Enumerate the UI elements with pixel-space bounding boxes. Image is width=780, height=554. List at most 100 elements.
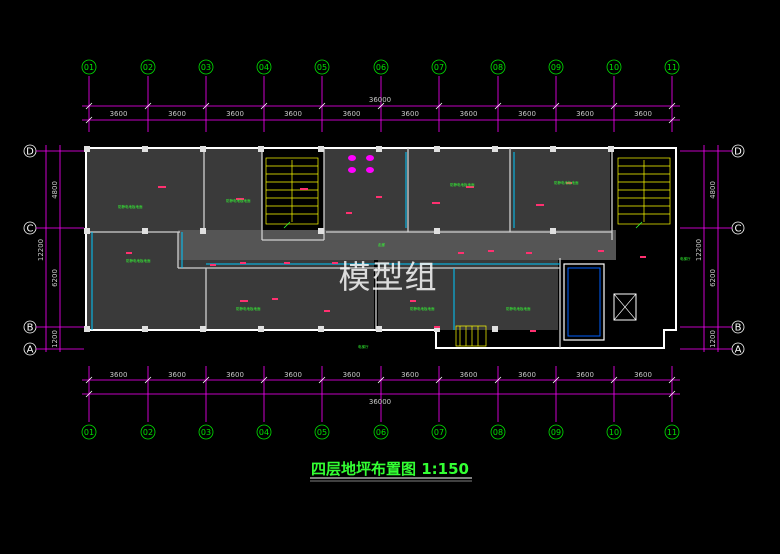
dim-tick xyxy=(85,376,93,384)
room-label: 防静电地板地面 xyxy=(506,306,531,311)
dim-tick xyxy=(668,116,676,124)
row-axis-label-right: D xyxy=(734,147,742,158)
axis-bubble xyxy=(314,59,330,75)
room-label: 防静电地板地面 xyxy=(554,180,579,185)
span-dimension: 3600 xyxy=(110,371,128,379)
axis-bubble xyxy=(664,424,680,440)
axis-bubble xyxy=(431,424,447,440)
vertical-dimension-right: 4800 xyxy=(709,181,717,199)
room-label: 防静电地板地面 xyxy=(450,182,475,187)
axis-bubble xyxy=(198,59,214,75)
room-label: 防静电地板地面 xyxy=(236,306,261,311)
axis-bubble xyxy=(314,424,330,440)
span-dimension: 3600 xyxy=(401,110,419,118)
dim-tick xyxy=(85,102,93,110)
span-dimension: 3600 xyxy=(460,110,478,118)
vertical-dimension-right: 12200 xyxy=(695,239,703,261)
span-dimension: 3600 xyxy=(284,371,302,379)
axis-bubble xyxy=(490,424,506,440)
span-dimension: 3600 xyxy=(634,110,652,118)
row-axis-label-left: A xyxy=(27,345,34,356)
span-dimension: 3600 xyxy=(343,371,361,379)
row-axis-label-right: B xyxy=(735,323,742,334)
room-label: 防静电地板地面 xyxy=(118,204,143,209)
dim-tick xyxy=(552,102,560,110)
dim-tick xyxy=(610,376,618,384)
axis-label-top: 10 xyxy=(609,63,619,72)
total-dimension: 36000 xyxy=(369,96,391,104)
axis-label-top: 05 xyxy=(317,63,327,72)
row-axis-label-left: D xyxy=(26,147,34,158)
row-axis-label-left: B xyxy=(27,323,34,334)
elevator-shaft xyxy=(563,263,637,341)
axis-label-top: 03 xyxy=(201,63,211,72)
watermark-text: 模型组 xyxy=(338,258,437,296)
building-outline: 防静电地板地面 防静电地板地面 防静电地板地面 防静电地板地面 防静电地板地面 … xyxy=(84,146,691,349)
axis-bubble xyxy=(256,424,272,440)
span-dimension: 3600 xyxy=(401,371,419,379)
span-dimension: 3600 xyxy=(168,110,186,118)
span-dimension: 3600 xyxy=(110,110,128,118)
dim-tick xyxy=(494,102,502,110)
axis-bubble xyxy=(256,59,272,75)
toilet-fixtures xyxy=(348,155,374,173)
room-labels: 防静电地板地面 防静电地板地面 防静电地板地面 防静电地板地面 防静电地板地面 … xyxy=(118,180,691,349)
room-label: 电梯厅 xyxy=(680,256,691,261)
span-dimension: 3600 xyxy=(576,110,594,118)
span-dimension: 3600 xyxy=(576,371,594,379)
vertical-dimension-left: 12200 xyxy=(37,239,45,261)
span-dimension: 3600 xyxy=(634,371,652,379)
dim-tick xyxy=(318,376,326,384)
span-dimension: 3600 xyxy=(518,371,536,379)
axis-label-bottom: 11 xyxy=(667,428,677,437)
axis-label-bottom: 07 xyxy=(434,428,444,437)
axis-bubble xyxy=(431,59,447,75)
span-dimension: 3600 xyxy=(343,110,361,118)
drawing-title: 四层地坪布置图 1:150 xyxy=(311,460,469,478)
axis-bubble xyxy=(490,59,506,75)
dim-tick xyxy=(668,102,676,110)
dim-tick xyxy=(318,102,326,110)
axis-label-bottom: 03 xyxy=(201,428,211,437)
axis-label-top: 01 xyxy=(84,63,94,72)
vertical-dimension-left: 4800 xyxy=(51,181,59,199)
dim-tick xyxy=(85,390,93,398)
row-axis-label-left: C xyxy=(27,224,34,235)
axis-label-top: 08 xyxy=(493,63,503,72)
span-dimension: 3600 xyxy=(168,371,186,379)
dim-tick xyxy=(144,102,152,110)
stair-right xyxy=(617,157,671,225)
dim-tick xyxy=(377,376,385,384)
axis-label-top: 04 xyxy=(259,63,269,72)
axis-label-top: 02 xyxy=(143,63,153,72)
room-label: 防静电地板地面 xyxy=(410,306,435,311)
axis-label-bottom: 05 xyxy=(317,428,327,437)
axis-bubble xyxy=(81,59,97,75)
dim-tick xyxy=(260,376,268,384)
axis-bubble xyxy=(140,424,156,440)
axis-bubble xyxy=(664,59,680,75)
axis-label-bottom: 10 xyxy=(609,428,619,437)
span-dimension: 3600 xyxy=(460,371,478,379)
axis-bubble xyxy=(606,424,622,440)
dim-tick xyxy=(435,102,443,110)
dim-tick xyxy=(668,376,676,384)
axis-bubble xyxy=(373,424,389,440)
dim-tick xyxy=(494,376,502,384)
vertical-dimension-right: 6200 xyxy=(709,269,717,287)
axis-label-top: 11 xyxy=(667,63,677,72)
span-dimension: 3600 xyxy=(226,371,244,379)
dim-tick xyxy=(202,376,210,384)
axis-label-bottom: 09 xyxy=(551,428,561,437)
dim-tick xyxy=(85,116,93,124)
stair-bottom xyxy=(455,325,487,347)
dim-tick xyxy=(668,390,676,398)
axis-label-bottom: 04 xyxy=(259,428,269,437)
axis-bubble xyxy=(81,424,97,440)
axis-bubble xyxy=(548,59,564,75)
axis-label-bottom: 08 xyxy=(493,428,503,437)
span-dimension: 3600 xyxy=(518,110,536,118)
axis-bubble xyxy=(548,424,564,440)
axis-bubble xyxy=(606,59,622,75)
